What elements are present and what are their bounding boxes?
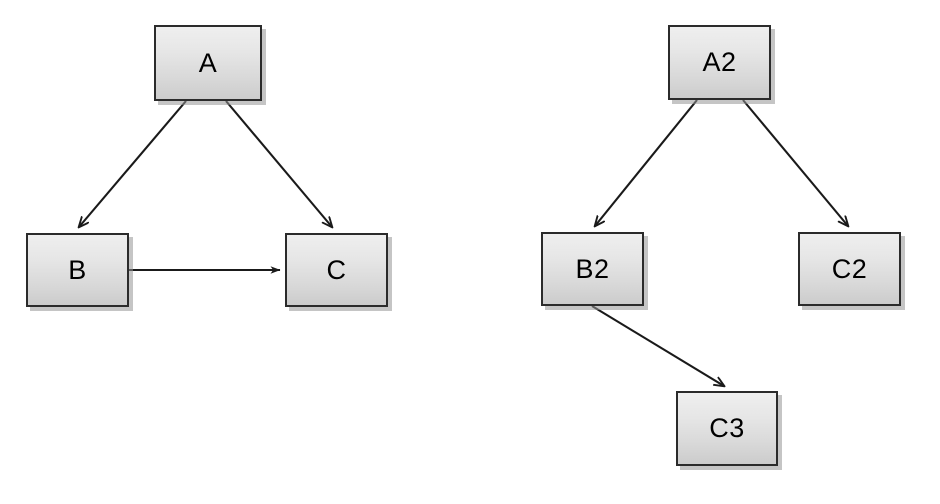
node-b2-label: B2 — [575, 253, 610, 284]
node-a-label: A — [198, 47, 218, 78]
edge-a2-to-b2 — [595, 99, 698, 226]
node-c[interactable]: C — [285, 233, 388, 307]
node-c3[interactable]: C3 — [676, 391, 778, 466]
edge-a-to-b — [79, 100, 187, 227]
node-c-label: C — [326, 254, 347, 285]
node-a[interactable]: A — [154, 25, 262, 101]
edge-b2-to-c3 — [591, 305, 724, 386]
node-b2[interactable]: B2 — [541, 232, 644, 306]
node-a2[interactable]: A2 — [668, 25, 771, 100]
edge-a2-to-c2 — [742, 99, 848, 226]
node-b-label: B — [68, 254, 87, 285]
node-b[interactable]: B — [26, 233, 129, 307]
node-c2-label: C2 — [831, 253, 868, 284]
node-c2[interactable]: C2 — [798, 232, 901, 306]
node-a2-label: A2 — [702, 47, 737, 77]
node-c3-label: C3 — [709, 413, 745, 443]
edge-a-to-c — [225, 100, 332, 227]
